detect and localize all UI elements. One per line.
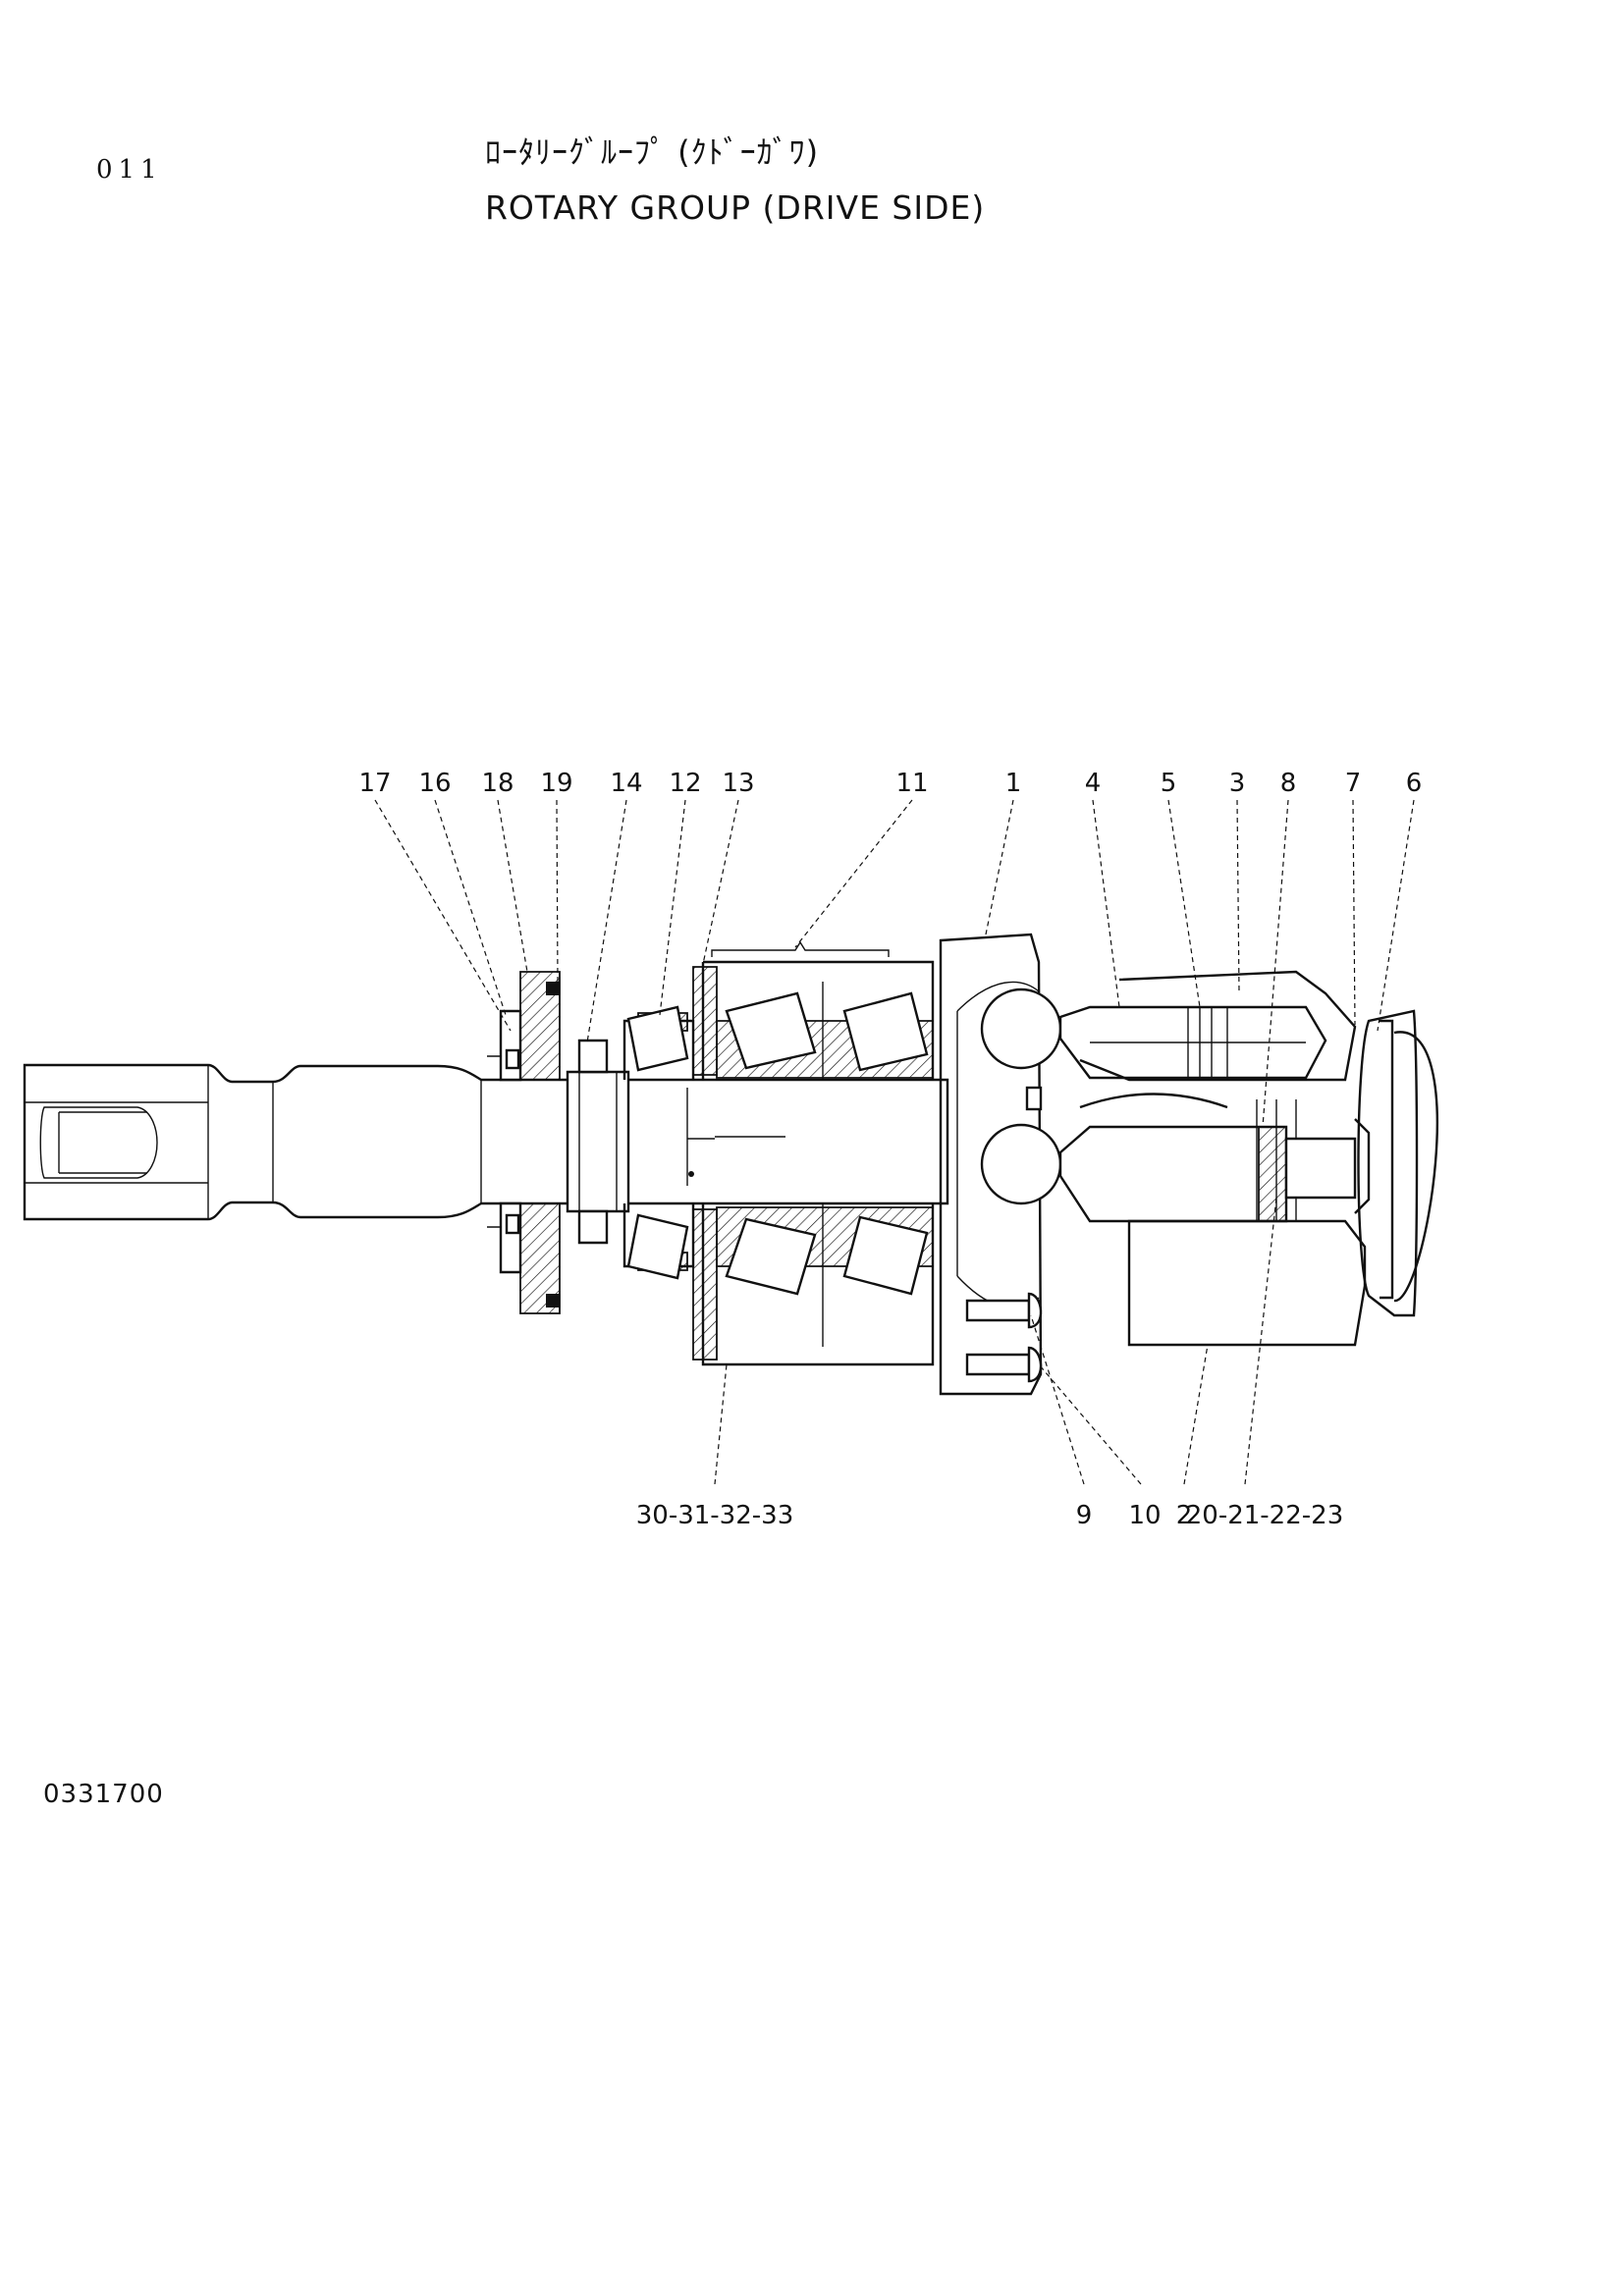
callout-11: 11	[895, 769, 928, 798]
drive-shaft	[23, 1063, 949, 1221]
callout-13: 13	[722, 769, 754, 798]
callout-16: 16	[418, 769, 451, 798]
callout-labels: 17 16 18 19 14 12 13 11 1 4 5 3 8 7 6 30…	[358, 769, 1422, 1530]
retaining-ring	[566, 1039, 630, 1245]
callout-5: 5	[1161, 769, 1177, 798]
title-japanese: ﾛｰﾀﾘｰｸﾞﾙｰﾌﾟ (ｸﾄﾞｰｶﾞﾜ)	[485, 133, 820, 171]
callout-30-31-32-33: 30-31-32-33	[636, 1501, 793, 1530]
callout-7: 7	[1345, 769, 1362, 798]
cylinder-block	[1079, 970, 1371, 1347]
callout-3: 3	[1229, 769, 1246, 798]
leader-lines	[374, 799, 1415, 1485]
callout-19: 19	[540, 769, 572, 798]
callout-1: 1	[1005, 769, 1022, 798]
callout-2: 2	[1176, 1501, 1193, 1530]
callout-4: 4	[1085, 769, 1102, 798]
taper-roller-bearings	[622, 960, 935, 1366]
title-english: ROTARY GROUP (DRIVE SIDE)	[485, 188, 986, 227]
drive-flange	[939, 933, 1043, 1396]
callout-12: 12	[669, 769, 701, 798]
callout-18: 18	[481, 769, 514, 798]
page-number: 011	[96, 155, 163, 185]
seal-cover-assembly	[487, 971, 561, 1314]
callout-6: 6	[1406, 769, 1423, 798]
callout-17: 17	[358, 769, 391, 798]
callout-8: 8	[1280, 769, 1297, 798]
pistons	[980, 988, 1327, 1223]
document-code: 0331700	[43, 1780, 164, 1809]
callout-20-21-22-23: 20-21-22-23	[1186, 1501, 1343, 1530]
callout-9: 9	[1076, 1501, 1093, 1530]
callout-14: 14	[610, 769, 642, 798]
callout-10: 10	[1128, 1501, 1161, 1530]
valve-plate	[1357, 1009, 1438, 1317]
